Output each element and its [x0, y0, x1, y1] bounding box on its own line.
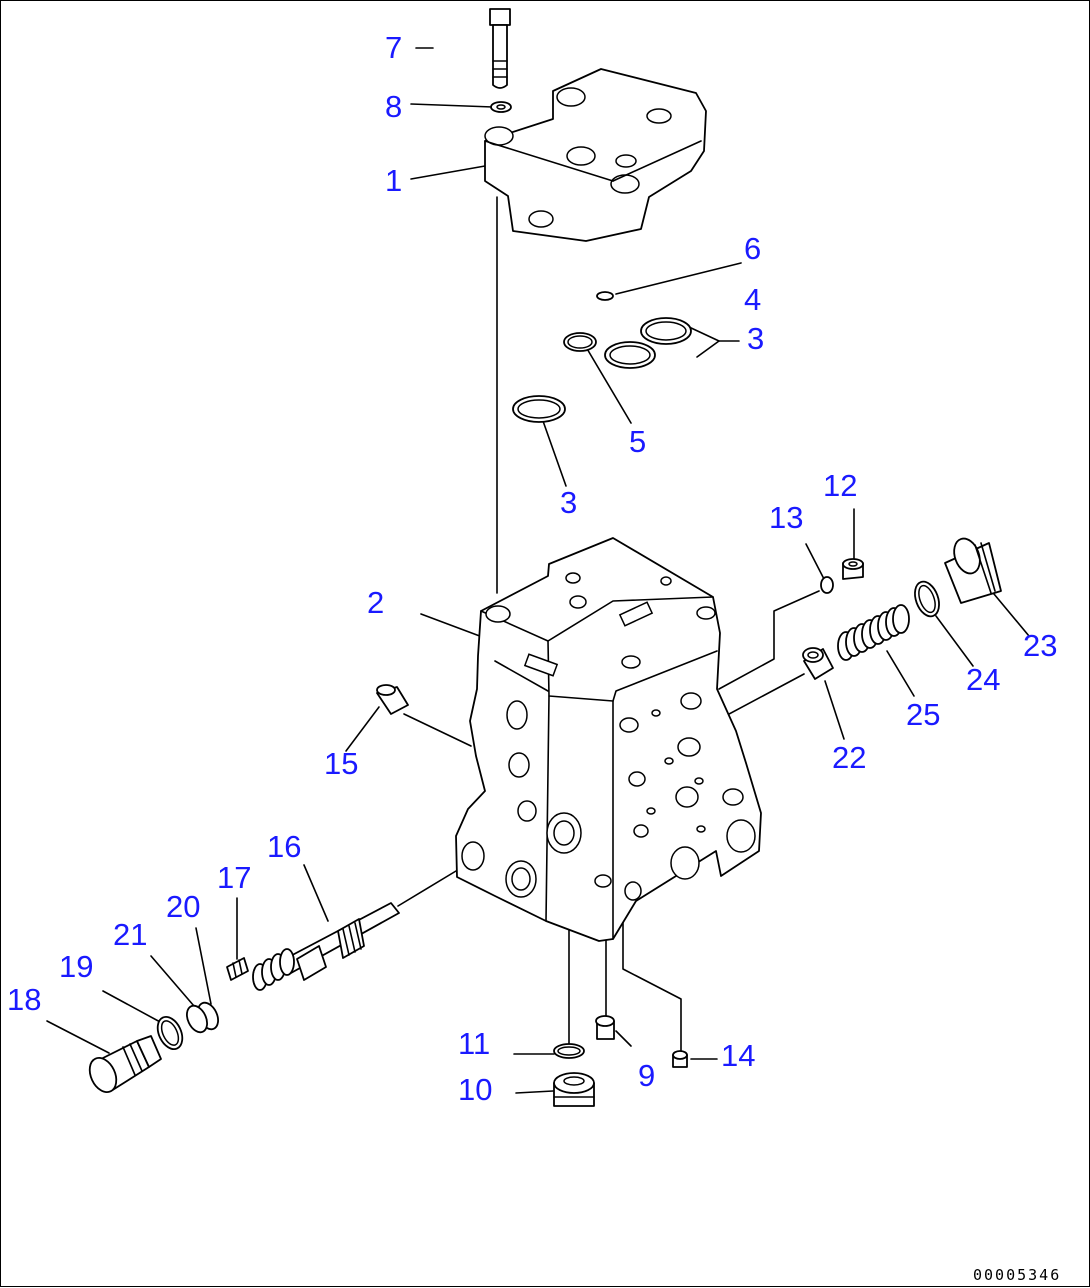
part-25-spring — [837, 604, 910, 661]
part-23-plug — [944, 537, 1002, 604]
callout-24: 24 — [966, 662, 1000, 697]
part-21-ring — [186, 1004, 208, 1034]
part-16-spool — [252, 902, 400, 991]
callout-25: 25 — [906, 697, 940, 732]
callout-19: 19 — [59, 949, 93, 984]
part-6-small-o-ring — [596, 291, 614, 301]
callout-20: 20 — [166, 889, 200, 924]
callout-6: 6 — [744, 231, 761, 266]
callout-11: 11 — [458, 1026, 490, 1061]
part-12-plug — [842, 558, 864, 580]
part-19-o-ring — [156, 1016, 184, 1050]
callout-23: 23 — [1023, 628, 1057, 663]
callout-17: 17 — [217, 860, 251, 895]
callout-12: 12 — [823, 468, 857, 503]
callout-21: 21 — [113, 917, 147, 952]
callout-10: 10 — [458, 1072, 492, 1107]
part-7-bolt — [489, 8, 511, 89]
part-11-o-ring — [553, 1043, 585, 1059]
part-5-o-ring — [563, 332, 597, 352]
callout-22: 22 — [832, 740, 866, 775]
part-3-o-ring-upper — [604, 341, 656, 369]
callout-3-lower: 3 — [560, 485, 577, 520]
callout-2: 2 — [367, 585, 384, 620]
callout-5: 5 — [629, 424, 646, 459]
part-24-o-ring — [914, 580, 940, 618]
part-3-o-ring-lower — [512, 395, 566, 423]
callout-4: 4 — [744, 282, 761, 317]
part-10-plug — [553, 1072, 595, 1107]
callout-9: 9 — [638, 1058, 655, 1093]
part-14-plug — [672, 1050, 688, 1068]
drawing-code: 00005346 — [973, 1266, 1061, 1284]
callout-3-upper: 3 — [747, 321, 764, 356]
part-8-washer — [490, 101, 512, 113]
part-18-plug — [88, 1035, 162, 1093]
part-4-o-ring — [640, 317, 692, 345]
part-2-valve-body — [455, 537, 762, 942]
part-9-plug — [595, 1015, 615, 1040]
callout-14: 14 — [721, 1038, 755, 1073]
part-15-plug — [376, 684, 409, 715]
part-13-o-ring — [820, 576, 834, 594]
part-1-cover — [484, 68, 707, 242]
callout-15: 15 — [324, 746, 358, 781]
part-17-small-spring — [226, 957, 249, 981]
callout-7: 7 — [385, 30, 402, 65]
part-22-sleeve — [802, 647, 834, 680]
callout-8: 8 — [385, 89, 402, 124]
callout-labels: 7 8 1 6 4 3 5 3 12 13 2 23 24 25 22 15 1… — [7, 30, 1057, 1107]
callout-18: 18 — [7, 982, 41, 1017]
leader-lines — [46, 47, 1030, 1094]
callout-1: 1 — [385, 163, 402, 198]
callout-16: 16 — [267, 829, 301, 864]
callout-13: 13 — [769, 500, 803, 535]
